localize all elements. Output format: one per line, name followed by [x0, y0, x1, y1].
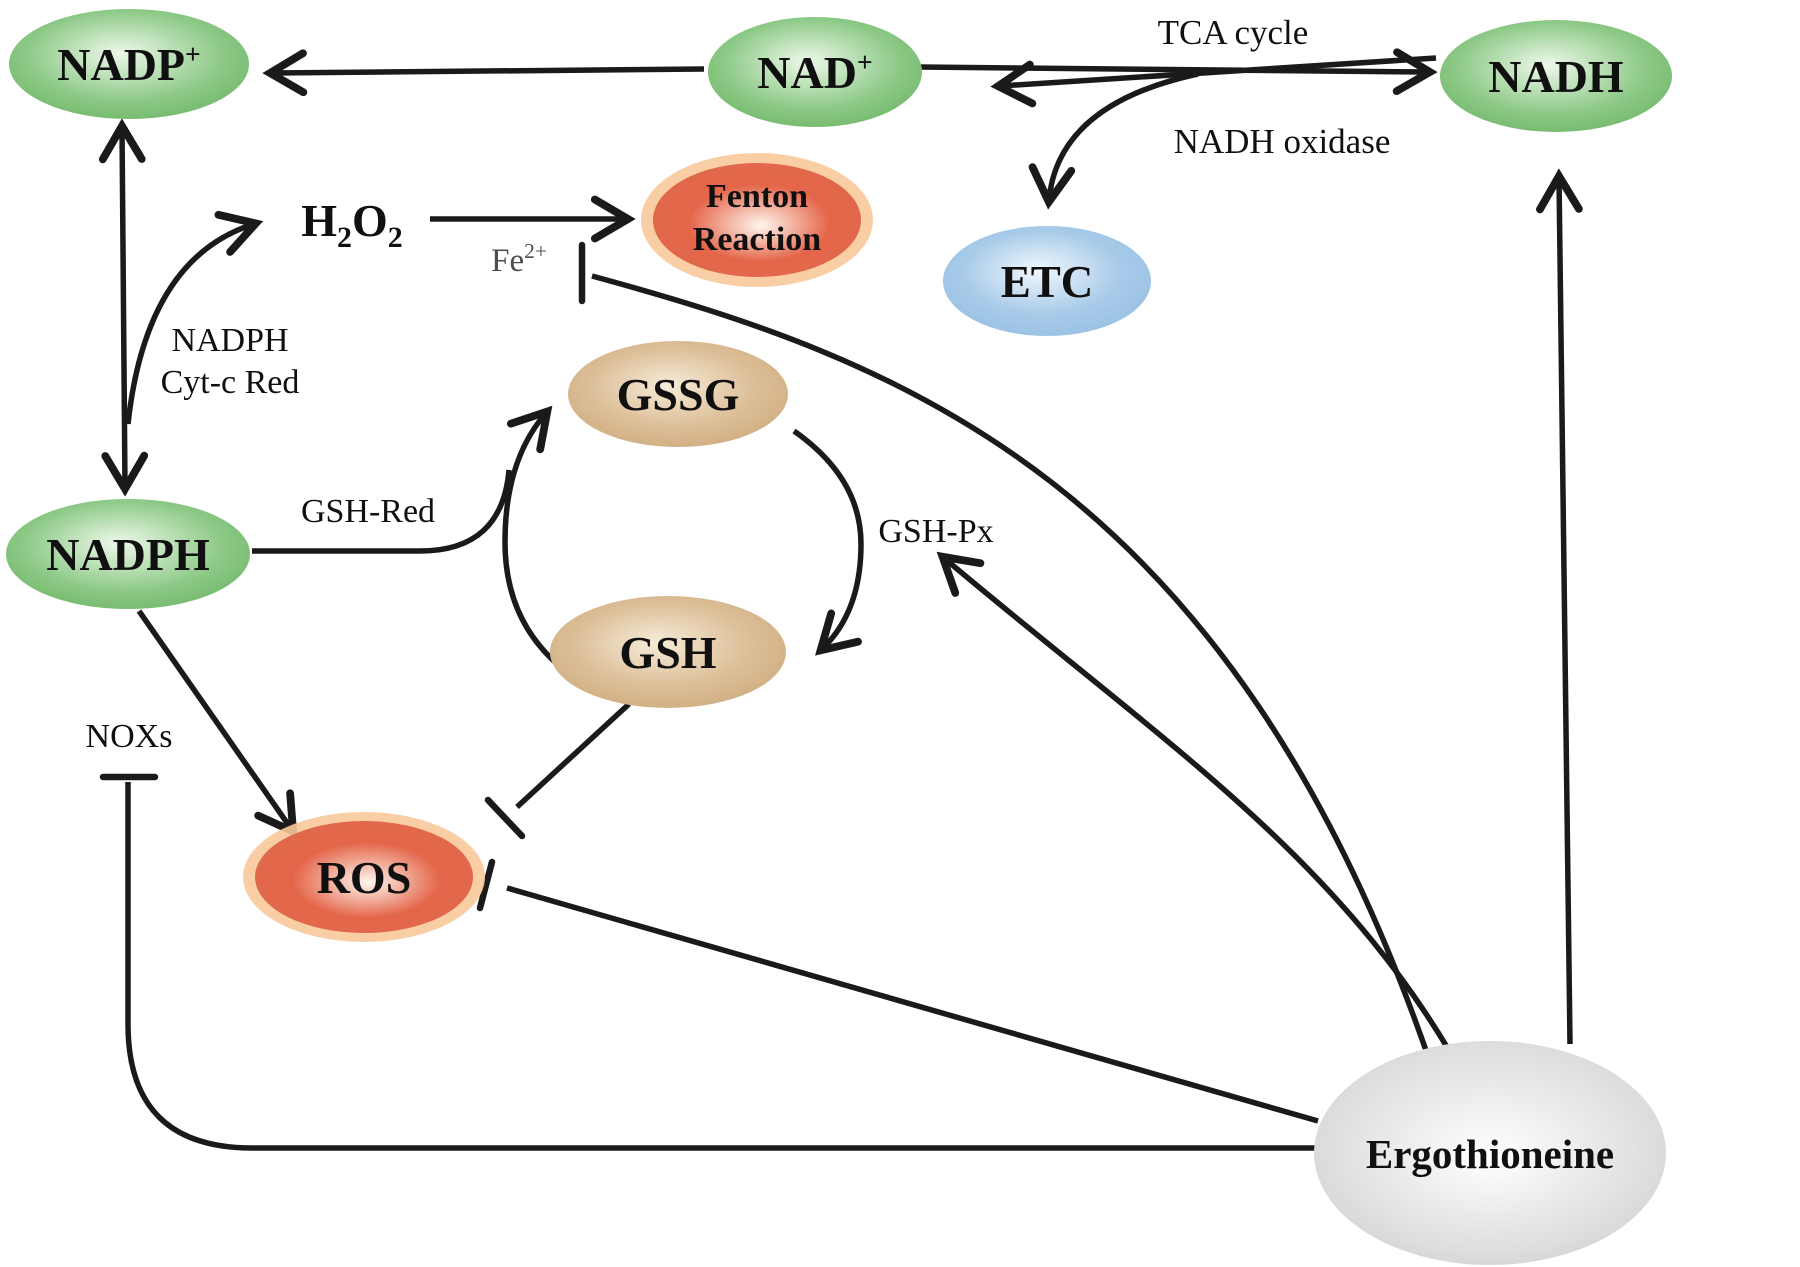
node-nadp: NADP+: [9, 9, 249, 119]
node-ros: ROS: [243, 812, 485, 942]
nadp-ellipse: [9, 9, 249, 119]
gssg-ellipse: [568, 341, 788, 447]
edge-nadh-to-nad: [990, 55, 1437, 108]
noxs-label: NOXs: [86, 718, 173, 755]
ergothioneine-label: Ergothioneine: [1366, 1131, 1614, 1177]
node-ergothioneine: Ergothioneine: [1314, 1041, 1666, 1265]
node-etc: ETC: [943, 226, 1151, 336]
node-nad: NAD+: [708, 17, 922, 127]
gsh-px-label: GSH-Px: [878, 513, 993, 550]
edge-nadph-nadp-vertical: [98, 118, 149, 497]
edge-ergo-to-gshpx: [936, 551, 1453, 1054]
fenton-label-line2: Reaction: [693, 221, 822, 258]
edges: [98, 48, 1583, 1151]
nadh-oxidase-label: NADH oxidase: [1174, 122, 1391, 161]
gssg-label: GSSG: [617, 369, 740, 420]
edge-ergo-to-fe-inhibit: [591, 273, 1433, 1063]
nadph-cytc-label-line1: NADPH: [171, 322, 288, 359]
nadp-label: NADP+: [57, 38, 201, 90]
node-gssg: GSSG: [568, 341, 788, 447]
edge-ergo-to-nadh: [1536, 168, 1583, 1045]
etc-ellipse: [943, 226, 1151, 336]
free-labels: TCA cycle NADH oxidase H2O2 Fe2+ NADPH C…: [86, 13, 1391, 755]
tbar-gsh-ros-inhibition: [484, 796, 526, 840]
node-nadph: NADPH: [6, 499, 250, 609]
edge-ergo-to-noxs-inhibit: [125, 782, 1316, 1151]
nadph-label: NADPH: [46, 529, 210, 580]
ros-label: ROS: [317, 852, 412, 903]
gsh-label: GSH: [619, 627, 716, 678]
h2o2-label: H2O2: [301, 195, 402, 254]
edge-nad-to-nadh-tca: [917, 48, 1438, 96]
nadh-ellipse: [1440, 20, 1672, 132]
edge-gsh-to-ros-inhibit: [515, 701, 631, 810]
edge-nadh-oxidase-to-etc: [1028, 71, 1199, 210]
fenton-ellipse: [653, 163, 861, 277]
node-nadh: NADH: [1440, 20, 1672, 132]
etc-label: ETC: [1001, 257, 1094, 307]
gsh-red-label: GSH-Red: [301, 493, 435, 530]
nad-ellipse: [708, 17, 922, 127]
edge-nad-to-nadp: [262, 49, 705, 97]
edge-ergo-to-ros-inhibit: [506, 885, 1319, 1124]
edge-nadph-to-ros: [136, 609, 298, 838]
fe2-label: Fe2+: [491, 239, 547, 279]
tbar-ergo-ros-inhibition: [476, 858, 496, 912]
nadh-label: NADH: [1488, 51, 1624, 102]
node-gsh: GSH: [550, 596, 786, 708]
ergothioneine-ellipse: [1314, 1041, 1666, 1265]
edge-nadph-cytc-to-h2o2: [125, 210, 264, 425]
edge-gshred-from-nadph: [252, 469, 512, 554]
edge-gssg-to-gsh-cycle: [792, 428, 864, 656]
node-fenton: Fenton Reaction: [641, 153, 873, 287]
fenton-label-line1: Fenton: [706, 178, 808, 215]
nadph-ellipse: [6, 499, 250, 609]
tca-cycle-label: TCA cycle: [1158, 13, 1309, 52]
ros-ellipse: [255, 821, 473, 933]
nadph-cytc-label-line2: Cyt-c Red: [161, 364, 300, 401]
gsh-ellipse: [550, 596, 786, 708]
nad-label: NAD+: [757, 46, 872, 98]
